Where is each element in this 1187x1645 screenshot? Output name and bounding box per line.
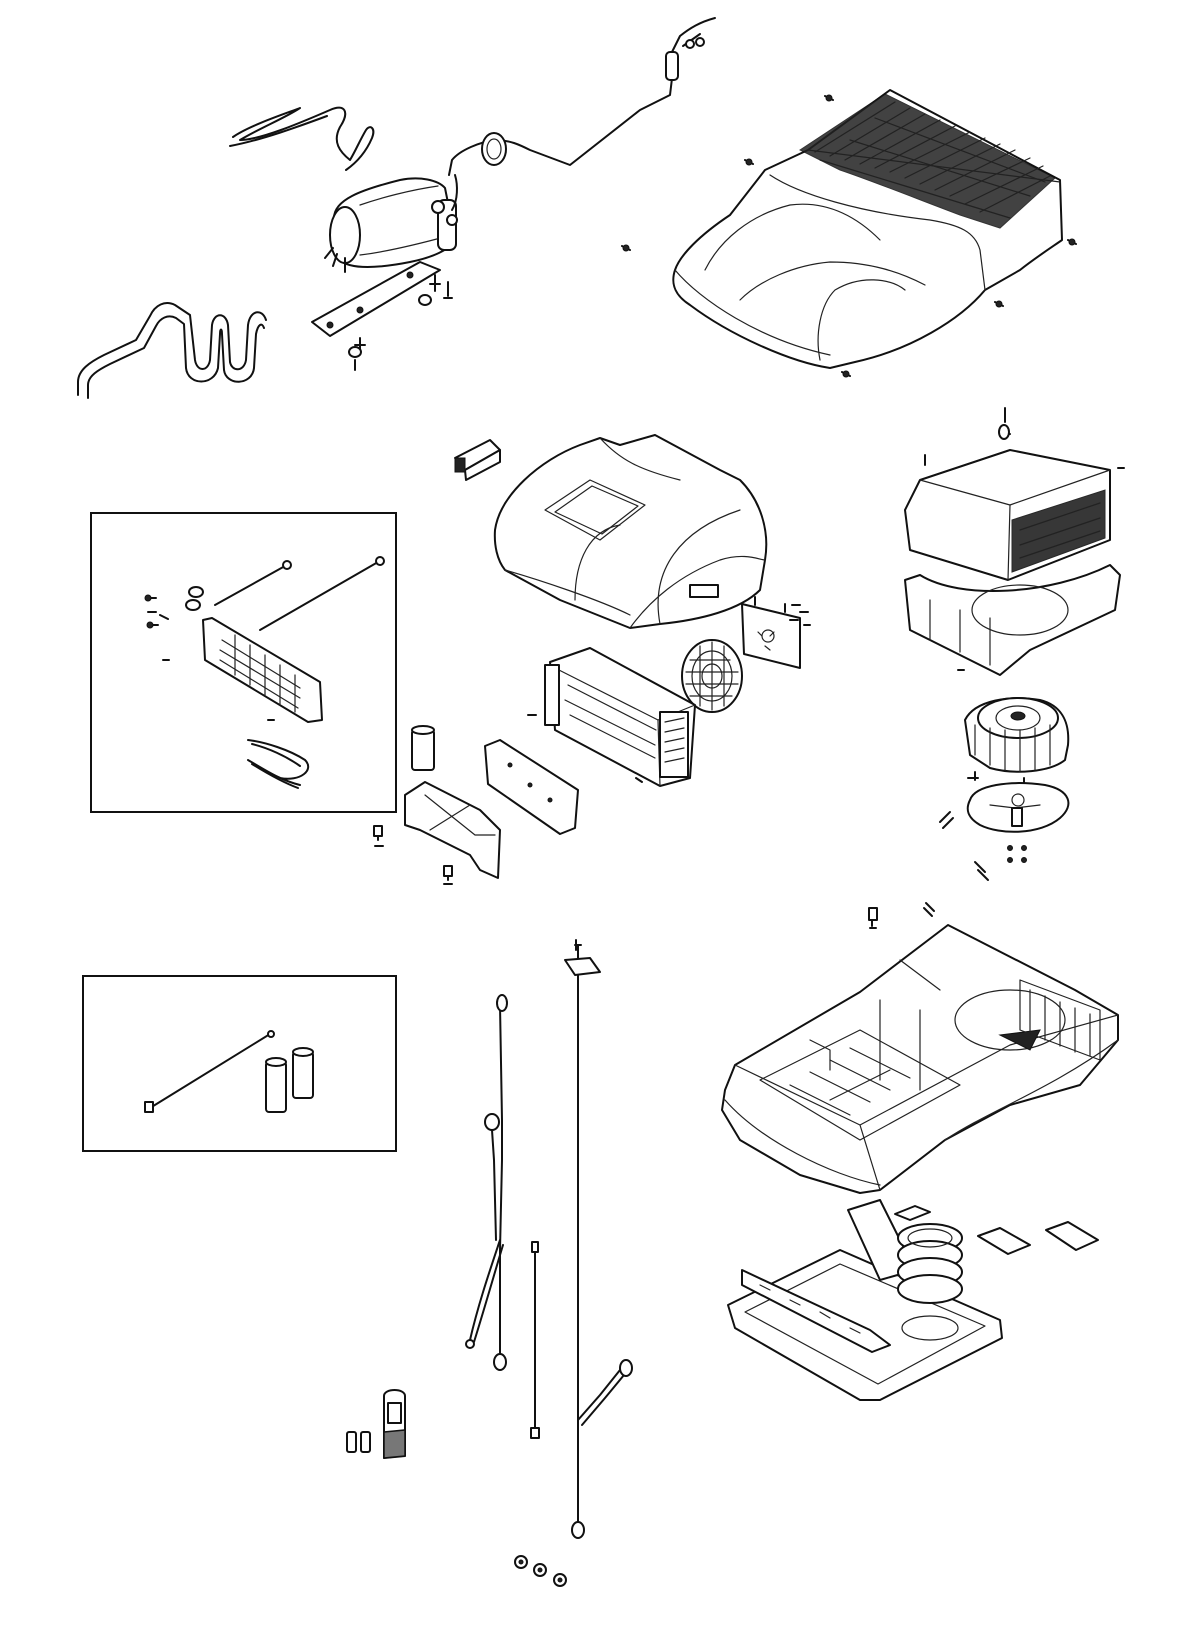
small-connector xyxy=(454,439,501,481)
capacitor-kit-inset xyxy=(82,975,397,1152)
shroud-screws xyxy=(621,94,1077,378)
evaporator-coil xyxy=(527,647,696,787)
refrigerant-line-upper xyxy=(229,106,375,171)
motor-bracket xyxy=(741,596,811,669)
condenser-housing xyxy=(904,407,1125,676)
suction-line xyxy=(77,302,267,399)
batteries xyxy=(346,1431,371,1453)
inner-cover xyxy=(493,434,768,629)
capacitor xyxy=(373,725,501,885)
capillary-tube xyxy=(448,17,716,176)
wire-harness-left xyxy=(465,994,508,1371)
gasket-spacers xyxy=(847,1199,1099,1304)
compressor xyxy=(324,174,458,273)
compressor-mount-plate xyxy=(311,261,453,371)
blower-wheel xyxy=(681,639,743,713)
outer-shroud xyxy=(672,89,1063,369)
wire-harness-center xyxy=(530,1241,540,1439)
nuts-bolts xyxy=(514,1555,567,1587)
heater-kit-inset xyxy=(90,512,397,813)
condenser-fan-motor xyxy=(939,697,1070,881)
return-air-filter-frame xyxy=(727,1249,1003,1401)
duct-spring xyxy=(897,1223,963,1304)
shroud-grille xyxy=(799,93,1056,229)
evaporator-bracket xyxy=(484,739,579,835)
wire-harness-right xyxy=(564,939,633,1539)
remote-control xyxy=(383,1389,406,1459)
ceiling-assembly-base xyxy=(721,902,1119,1194)
